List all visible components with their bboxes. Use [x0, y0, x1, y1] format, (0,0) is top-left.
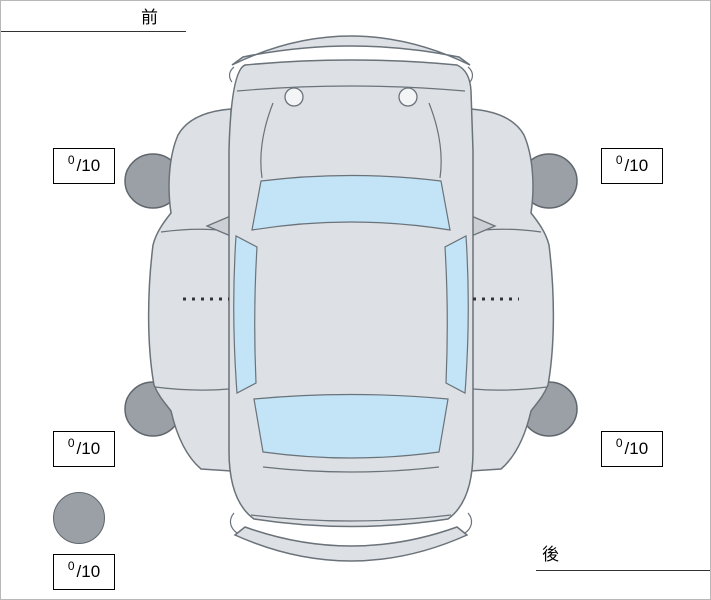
score-value: 0 [67, 153, 75, 167]
rear-label-underline [536, 570, 710, 571]
windshield [251, 174, 451, 231]
hood-bumper-seam [236, 85, 466, 92]
front-spoiler-right-end [467, 66, 474, 83]
right-headlamp-washer [398, 87, 418, 107]
rear-right-tire-score: 0 /10 [601, 431, 663, 467]
front-spoiler [231, 35, 471, 66]
front-label: 前 [141, 8, 158, 27]
score-value: 0 [615, 153, 623, 167]
rear-bumper [233, 526, 469, 562]
right-side-panel [470, 108, 555, 472]
rear-bumper-right-hook [464, 512, 473, 534]
rear-bumper-left-hook [229, 512, 238, 534]
score-max: /10 [624, 439, 649, 458]
score-max: /10 [76, 156, 101, 175]
hood-right-crease [428, 102, 442, 179]
trunk-upper-seam [262, 466, 440, 473]
score-max: /10 [76, 562, 101, 581]
left-door-quarter-seam [154, 386, 230, 391]
score-value: 0 [67, 559, 75, 573]
score-value: 0 [67, 436, 75, 450]
left-headlamp-washer [284, 87, 304, 107]
score-max: /10 [76, 439, 101, 458]
hood-left-crease [260, 102, 274, 179]
left-side-panel [147, 108, 232, 472]
front-right-tire-score: 0 /10 [601, 148, 663, 184]
right-door-quarter-seam [472, 386, 548, 391]
left-side-window [233, 235, 258, 394]
rear-label: 後 [542, 545, 559, 564]
spare-tire [53, 492, 105, 544]
score-value: 0 [615, 436, 623, 450]
front-left-tire-score: 0 /10 [53, 148, 115, 184]
trunk-bumper-seam [250, 514, 452, 522]
front-label-underline [1, 31, 186, 32]
front-spoiler-left-end [228, 66, 235, 83]
score-max: /10 [624, 156, 649, 175]
right-side-window [444, 235, 469, 394]
rear-window [253, 393, 449, 459]
spare-tire-score: 0 /10 [53, 554, 115, 590]
rear-left-tire-score: 0 /10 [53, 431, 115, 467]
